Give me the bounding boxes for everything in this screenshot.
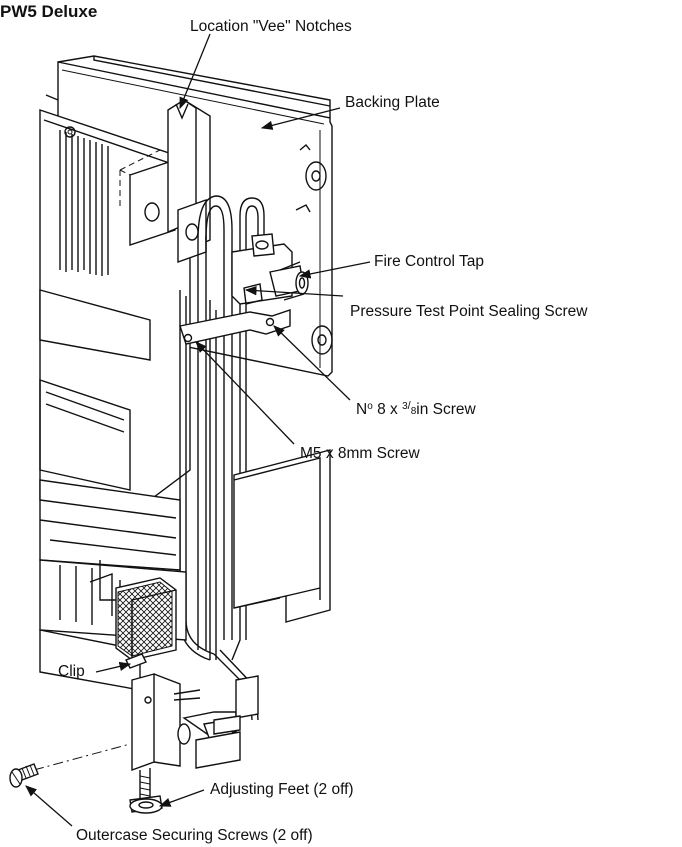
gas-pipes bbox=[173, 195, 265, 721]
label-pressure-test-point: Pressure Test Point Sealing Screw bbox=[350, 303, 588, 320]
leader-m5-screw bbox=[195, 341, 295, 445]
label-fire-control-tap: Fire Control Tap bbox=[374, 253, 484, 270]
label-clip: Clip bbox=[58, 663, 85, 680]
leader-lines bbox=[25, 33, 371, 827]
label-backing-plate: Backing Plate bbox=[345, 94, 440, 111]
label-outercase-screws: Outercase Securing Screws (2 off) bbox=[76, 827, 313, 844]
leader-notches bbox=[179, 33, 211, 110]
label-adjusting-feet: Adjusting Feet (2 off) bbox=[210, 781, 354, 798]
leader-adjusting-feet bbox=[158, 789, 205, 807]
leader-no8-screw bbox=[273, 325, 351, 401]
leader-pressure-test bbox=[244, 285, 344, 297]
heat-exchanger bbox=[39, 94, 191, 501]
leader-fire-control-tap bbox=[298, 261, 371, 279]
label-m5-screw: M5 x 8mm Screw bbox=[300, 445, 421, 462]
title: PW5 Deluxe bbox=[0, 2, 97, 21]
leader-clip bbox=[95, 661, 132, 673]
leader-backing-plate bbox=[260, 107, 341, 130]
label-vee-notches: Location "Vee" Notches bbox=[190, 18, 352, 35]
label-no8-screw: No 8 x 3/8in Screw bbox=[356, 400, 476, 418]
mesh-filter bbox=[115, 577, 177, 661]
leader-outercase-screws bbox=[25, 785, 73, 827]
gas-valve-assembly bbox=[179, 233, 309, 345]
vee-notch-bracket bbox=[167, 99, 211, 263]
lower-channel-bracket bbox=[233, 449, 331, 623]
outercase-screw bbox=[9, 743, 131, 788]
foot-bracket bbox=[131, 673, 259, 771]
adjusting-foot bbox=[129, 768, 163, 814]
